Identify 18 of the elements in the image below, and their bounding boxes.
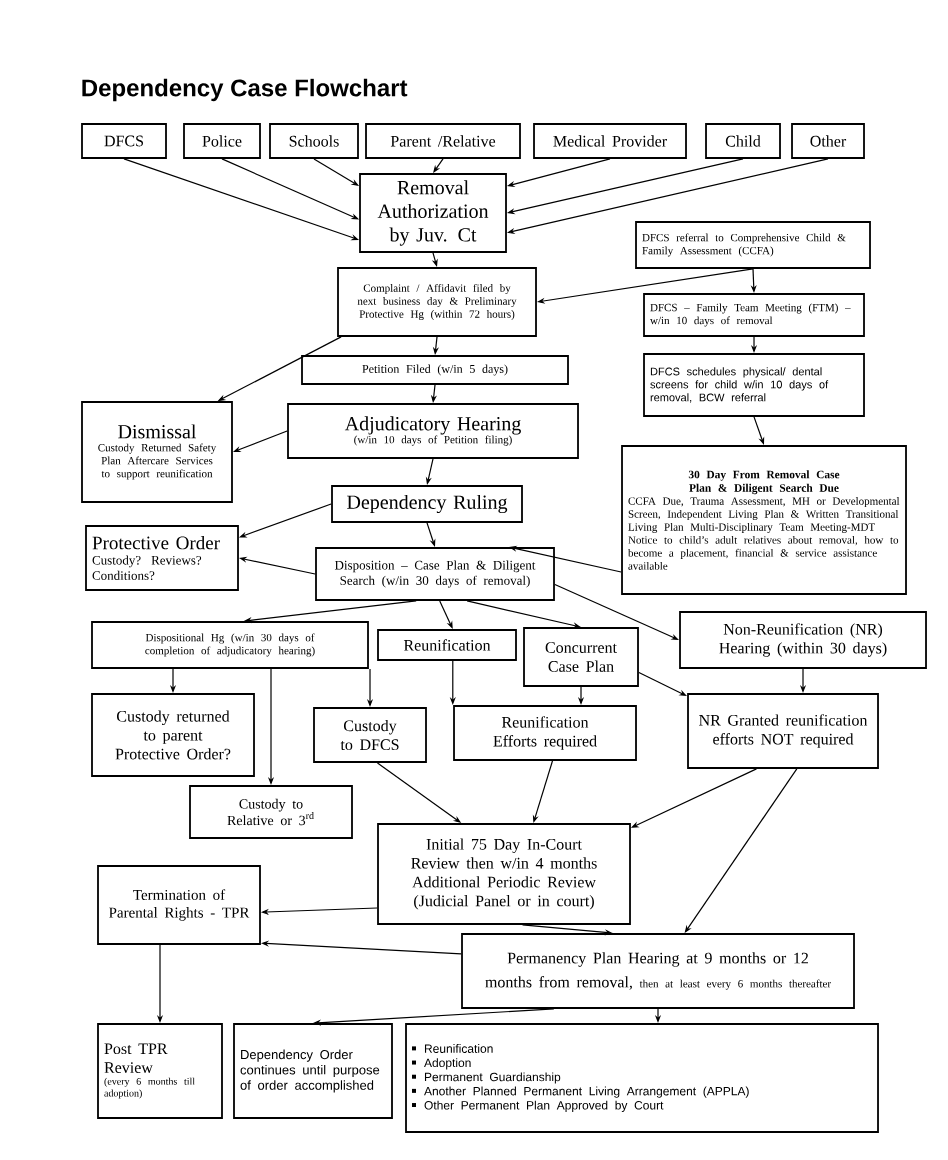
title: Dependency Case Flowchart — [82, 78, 408, 102]
source-box: DFCS — [81, 123, 167, 159]
process-box: Dependency Ruling — [331, 485, 523, 523]
process-box: Concurrent Case Plan — [523, 627, 639, 687]
source-box: Parent /Relative — [365, 123, 521, 159]
process-box: Removal Authorization by Juv. Ct — [359, 173, 507, 253]
process-box: Initial 75 Day In-Court Review then w/in 4 months Additional Periodic Review (Judicial Panel or in court) — [377, 823, 631, 925]
source-box: Medical Provider — [533, 123, 687, 159]
source-box: Child — [705, 123, 781, 159]
source-box: Schools — [269, 123, 359, 159]
outcome-box: Reunification Efforts required — [453, 705, 637, 761]
outcome-box: NR Granted reunification efforts NOT required — [687, 693, 879, 769]
outcome-box: Custody to DFCS — [313, 707, 427, 763]
process-box: Non-Reunification (NR) Hearing (within 30 days) — [679, 611, 927, 669]
source-box: Police — [183, 123, 261, 159]
source-box: Other — [791, 123, 865, 159]
process-box: Reunification — [377, 629, 517, 661]
outcome-box: Custody returned to parent Protective Order? — [91, 693, 255, 777]
